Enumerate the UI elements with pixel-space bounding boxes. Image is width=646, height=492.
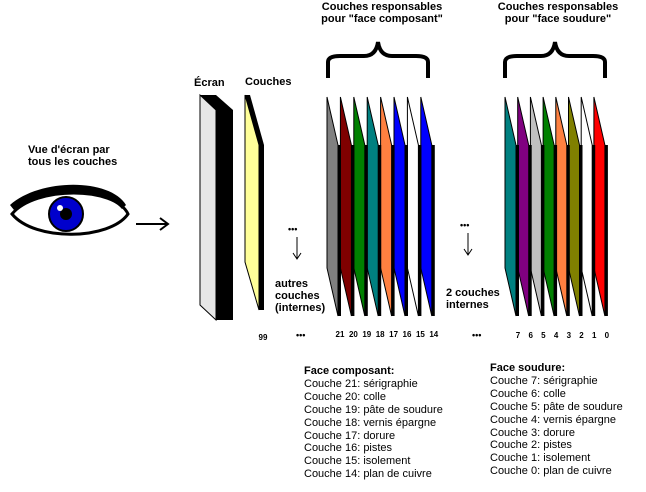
- screen-label: Écran: [194, 77, 225, 89]
- layer-number: 7: [515, 331, 521, 340]
- layer-plate: [580, 96, 593, 317]
- layer-plate-edge: [554, 145, 558, 316]
- list-item: Couche 0: plan de cuivre: [490, 465, 612, 478]
- list-item: Couche 5: pâte de soudure: [490, 400, 623, 413]
- layer-plate-edge: [391, 145, 395, 316]
- layer-plate: [366, 96, 379, 317]
- list-item: Couche 16: pistes: [304, 442, 393, 455]
- layer-plate: [568, 96, 580, 317]
- layer-number: 21: [335, 330, 345, 339]
- other-layers-label: autres couches (internes): [275, 278, 326, 314]
- two-internal-label: 2 couches internes: [446, 287, 500, 311]
- internal-layers-arrow-icon: [463, 233, 473, 256]
- list-item: Couche 21: sérigraphie: [304, 377, 418, 390]
- dots-after-14: •••: [472, 330, 482, 340]
- list-item: Couche 7: sérigraphie: [490, 374, 598, 387]
- other-layers-arrow-icon: [292, 237, 302, 260]
- layer-number: 4: [553, 331, 559, 340]
- layer-plate: [339, 96, 352, 317]
- view-arrow-icon: [136, 217, 170, 231]
- layer-plate: [529, 96, 542, 317]
- list-item: Couche 15: isolement: [304, 455, 411, 468]
- list-item: Couche 18: vernis épargne: [304, 416, 437, 429]
- layer-plate-edge: [541, 145, 545, 316]
- layer-plate-edge: [528, 145, 532, 316]
- list-item: Couche 1: isolement: [490, 452, 591, 465]
- bottom-group-title: Couches responsables pour "face soudure": [497, 1, 619, 25]
- layer-plate: [542, 96, 555, 317]
- list-item: Couche 3: dorure: [490, 426, 575, 439]
- layer-plate-edge: [516, 145, 519, 316]
- layer-plate-edge: [431, 145, 435, 316]
- eye-icon: [10, 184, 130, 236]
- layer-plate: [326, 96, 339, 317]
- layer-plate-edge: [418, 145, 422, 316]
- list-item: Couche 6: colle: [490, 387, 566, 400]
- list-item: Couche 4: vernis épargne: [490, 413, 616, 426]
- layer-plate-edge: [566, 145, 570, 316]
- layer-number: 5: [541, 331, 546, 340]
- layer-number: 15: [415, 330, 425, 339]
- other-layers-dots: •••: [288, 224, 298, 234]
- face-soudure-list: Face soudure: Couche 7: sérigraphie Couc…: [490, 362, 623, 478]
- bottom-layer-stack: [504, 96, 608, 317]
- list-item: Couche 17: dorure: [304, 429, 396, 442]
- layer-plate: [517, 96, 530, 317]
- layer-number: 2: [579, 331, 584, 340]
- list-item: Couche 14: plan de cuivre: [304, 468, 432, 481]
- face-composant-title: Face composant:: [304, 365, 395, 377]
- screen-plate: [199, 93, 233, 322]
- layer-plate: [393, 96, 406, 317]
- layers-label: Couches: [245, 76, 292, 88]
- layer-plate-edge: [378, 145, 382, 316]
- list-item: Couche 20: colle: [304, 390, 386, 403]
- layer-plate-edge: [338, 145, 341, 316]
- layer-number: 17: [389, 330, 399, 339]
- layer-plate: [504, 96, 517, 317]
- face-composant-list: Face composant: Couche 21: sérigraphie C…: [304, 365, 443, 481]
- layer-number: 3: [566, 331, 572, 340]
- top-group-brace-icon: [326, 41, 430, 78]
- layer-plate: [353, 96, 366, 317]
- list-item: Couche 2: pistes: [490, 439, 572, 452]
- top-group-title: Couches responsables pour "face composan…: [321, 1, 443, 25]
- layer-plate: [593, 96, 606, 317]
- layer-number: 1: [591, 331, 597, 340]
- view-label: Vue d'écran par tous les couches: [28, 144, 118, 168]
- bottom-group-brace-icon: [503, 41, 607, 78]
- layer-plate: [406, 96, 419, 317]
- face-soudure-title: Face soudure:: [490, 362, 566, 374]
- layer-number: 20: [348, 330, 358, 339]
- top-layer-stack: [326, 96, 435, 317]
- layer-number: 14: [429, 330, 439, 339]
- dots-after-99: •••: [296, 330, 306, 340]
- layers-plate: [244, 94, 264, 311]
- layer-number: 18: [375, 330, 385, 339]
- layer-number: 99: [258, 333, 268, 342]
- layer-plate: [555, 96, 568, 317]
- layer-plate-edge: [405, 145, 408, 316]
- layer-plate: [380, 96, 393, 317]
- layer-number: 6: [528, 331, 533, 340]
- layer-plate-edge: [351, 145, 355, 316]
- layer-number: 16: [402, 330, 412, 339]
- list-item: Couche 19: pâte de soudure: [304, 403, 443, 416]
- internal-layers-dots: •••: [460, 220, 470, 230]
- layer-number: 0: [604, 331, 610, 340]
- layer-number: 19: [362, 330, 372, 339]
- layer-plate: [420, 96, 433, 317]
- layer-plate-edge: [579, 145, 583, 316]
- layer-plate-edge: [592, 145, 596, 316]
- layer-plate-edge: [364, 145, 368, 316]
- layer-plate-edge: [604, 145, 608, 316]
